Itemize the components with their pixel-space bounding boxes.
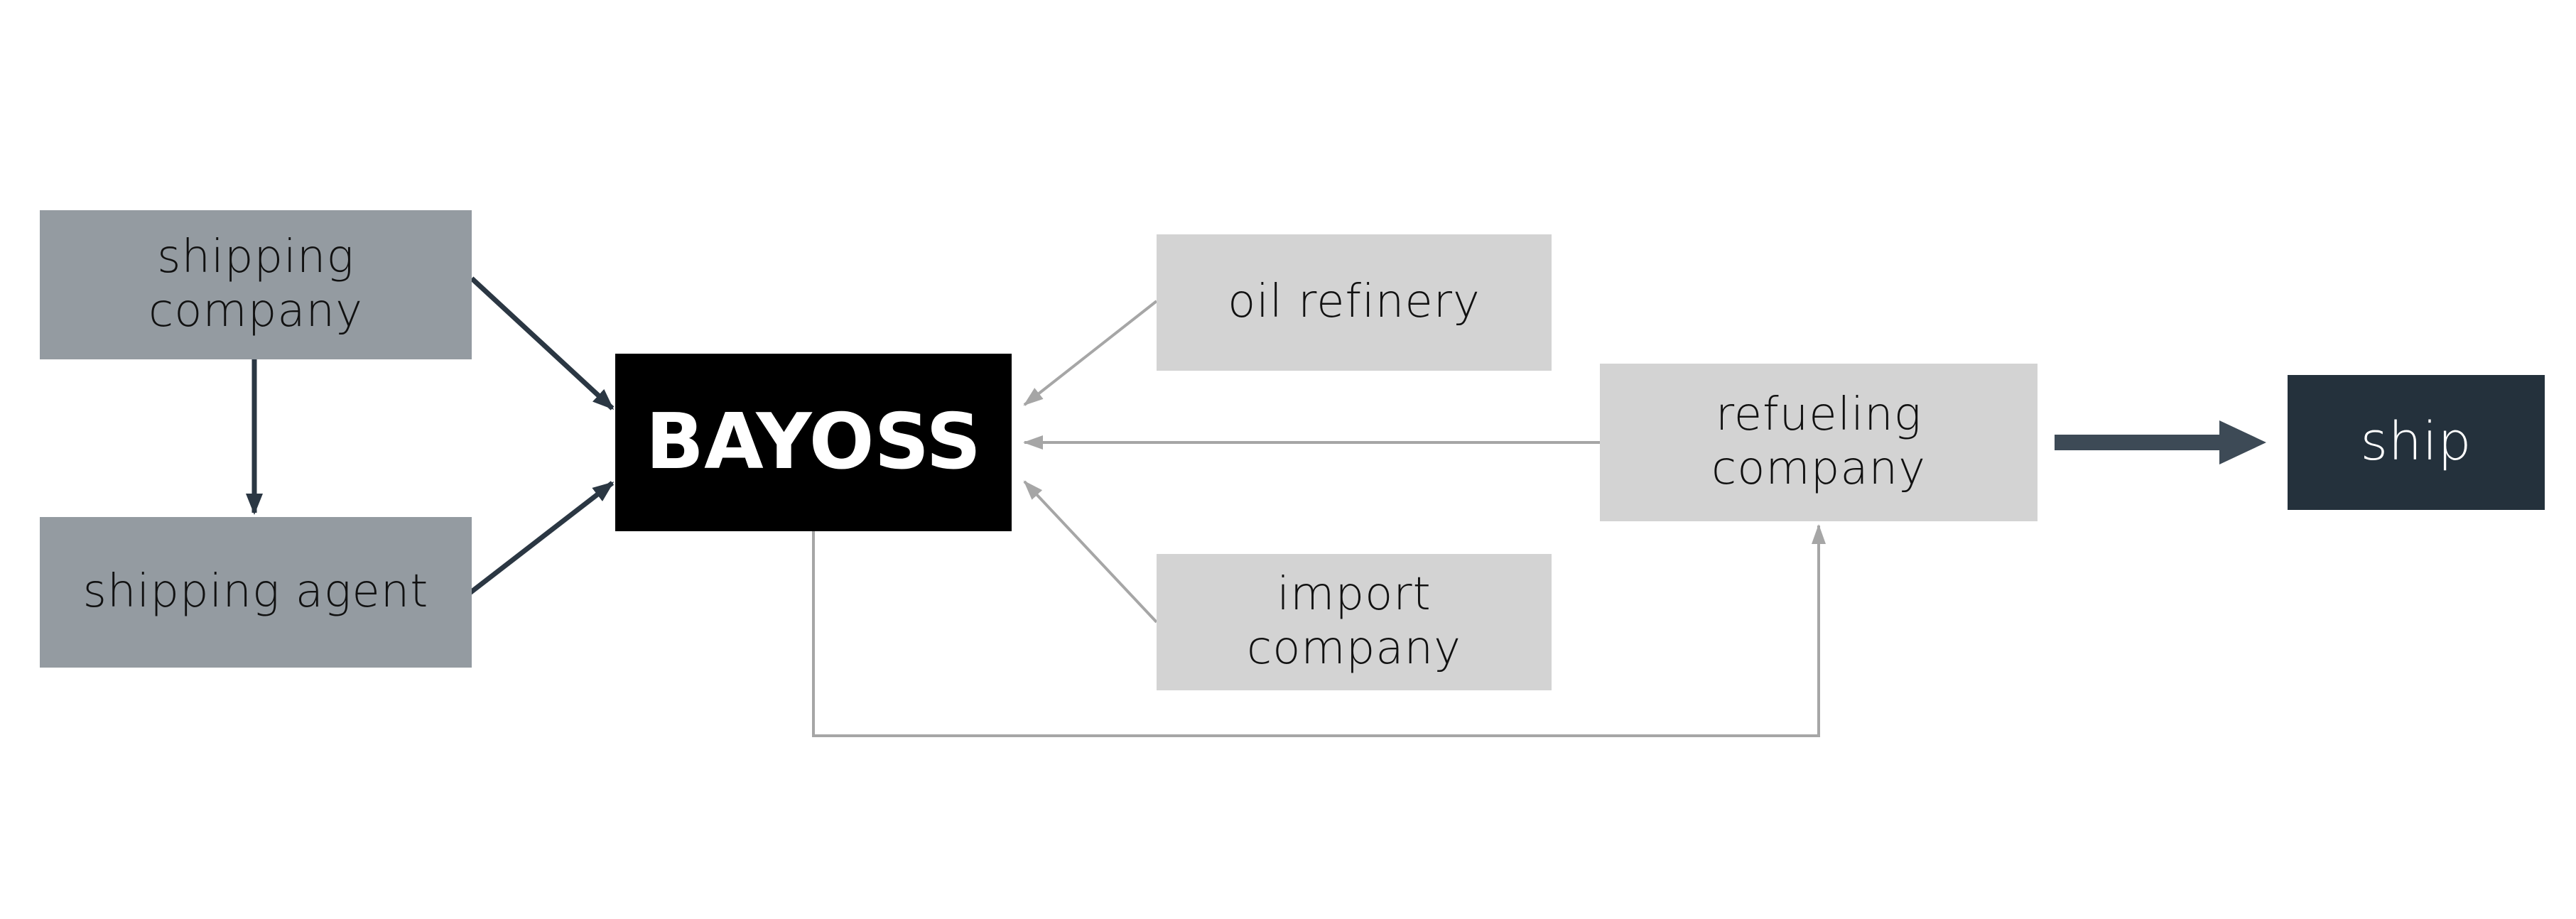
edge-refueling-company-to-ship-head xyxy=(2219,420,2266,464)
node-refueling-company: refueling company xyxy=(1600,364,2037,521)
node-ship: ship xyxy=(2288,375,2545,510)
edge-bayoss-to-refueling-company xyxy=(812,524,1826,737)
node-shipping-agent: shipping agent xyxy=(40,517,472,668)
node-shipping-agent-label: shipping agent xyxy=(82,565,429,619)
node-shipping-company: shipping company xyxy=(40,210,472,359)
node-ship-label: ship xyxy=(2360,411,2472,473)
node-import-company-label: import company xyxy=(1247,568,1461,675)
node-shipping-company-label: shipping company xyxy=(148,231,363,337)
node-oil-refinery-label: oil refinery xyxy=(1228,276,1481,329)
node-bayoss-label: BAYOSS xyxy=(645,398,982,487)
node-refueling-company-label: refueling company xyxy=(1711,388,1926,495)
edge-oil-refinery-to-bayoss xyxy=(1023,300,1158,406)
edge-shipping-company-to-bayoss xyxy=(470,276,615,410)
edge-shipping-agent-to-bayoss xyxy=(467,481,615,596)
edge-import-company-to-bayoss xyxy=(1023,480,1158,624)
node-import-company: import company xyxy=(1157,554,1552,690)
node-bayoss: BAYOSS xyxy=(615,354,1012,531)
node-oil-refinery: oil refinery xyxy=(1157,234,1552,371)
